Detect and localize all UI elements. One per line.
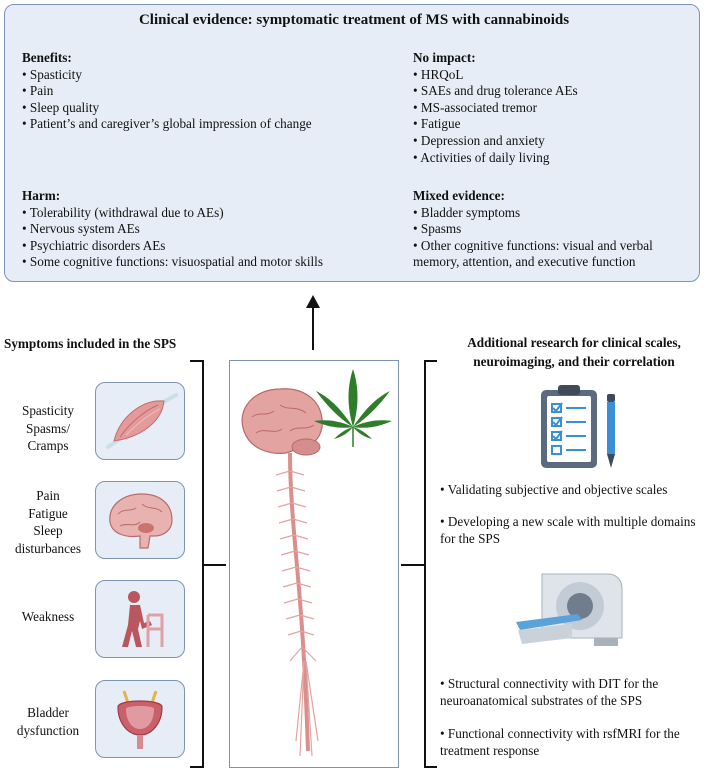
right-bracket-top bbox=[424, 360, 437, 362]
sps-heading: Symptoms included in the SPS bbox=[4, 336, 177, 351]
clipboard-checklist-icon bbox=[541, 385, 597, 468]
harm-list: Tolerability (withdrawal due to AEs) Ner… bbox=[22, 205, 392, 271]
benefit-item: Patient’s and caregiver’s global impress… bbox=[22, 116, 382, 133]
right-bracket-spine bbox=[424, 360, 426, 768]
symptom-line: Spasticity bbox=[21, 403, 75, 418]
harm-group: Harm: Tolerability (withdrawal due to AE… bbox=[22, 188, 392, 271]
evidence-title: Clinical evidence: symptomatic treatment… bbox=[138, 12, 570, 28]
bladder-icon bbox=[117, 690, 163, 749]
research-heading: Additional research for clinical scales,… bbox=[440, 333, 708, 371]
research-item: • Validating subjective and objective sc… bbox=[440, 482, 668, 497]
no-impact-list: HRQoL SAEs and drug tolerance AEs MS-ass… bbox=[413, 67, 693, 167]
harm-item: Nervous system AEs bbox=[22, 221, 392, 238]
pen-icon bbox=[607, 394, 615, 468]
up-arrow-line bbox=[312, 305, 314, 350]
symptom-line: Cramps bbox=[27, 438, 69, 453]
up-arrow-head bbox=[306, 295, 320, 308]
center-panel bbox=[229, 360, 399, 768]
symptom-label-pain: Pain Fatigue Sleep disturbances bbox=[6, 487, 90, 557]
no-impact-item: Depression and anxiety bbox=[413, 133, 693, 150]
left-bracket-tick bbox=[202, 564, 226, 566]
no-impact-item: Fatigue bbox=[413, 116, 693, 133]
benefit-item: Pain bbox=[22, 83, 382, 100]
benefit-item: Spasticity bbox=[22, 67, 382, 84]
cannabis-leaf-icon bbox=[314, 369, 392, 447]
left-bracket-top bbox=[190, 360, 203, 362]
mixed-list: Bladder symptoms Spasms Other cognitive … bbox=[413, 205, 691, 271]
symptom-line: disturbances bbox=[15, 540, 81, 556]
symptom-line: Fatigue bbox=[28, 505, 68, 521]
muscle-icon bbox=[106, 393, 178, 449]
symptom-line: Sleep bbox=[33, 523, 63, 538]
bladder-icon-box bbox=[95, 680, 185, 758]
mixed-item: Spasms bbox=[413, 221, 691, 238]
no-impact-heading: No impact: bbox=[413, 50, 476, 65]
no-impact-item: SAEs and drug tolerance AEs bbox=[413, 83, 693, 100]
mri-scanner-icon bbox=[516, 573, 623, 646]
mixed-item: Other cognitive functions: visual and ve… bbox=[413, 238, 691, 271]
brain-icon-box bbox=[95, 481, 185, 559]
mixed-item: Bladder symptoms bbox=[413, 205, 691, 222]
symptom-line: Spasms/ bbox=[26, 420, 70, 436]
brain-icon bbox=[109, 493, 173, 549]
harm-item: Tolerability (withdrawal due to AEs) bbox=[22, 205, 392, 222]
benefit-item: Sleep quality bbox=[22, 100, 382, 117]
no-impact-item: Activities of daily living bbox=[413, 150, 693, 167]
person-walker-icon-box bbox=[95, 580, 185, 658]
mixed-group: Mixed evidence: Bladder symptoms Spasms … bbox=[413, 188, 691, 271]
benefits-list: Spasticity Pain Sleep quality Patient’s … bbox=[22, 67, 382, 133]
mixed-heading: Mixed evidence: bbox=[413, 188, 505, 203]
symptom-line: Pain bbox=[36, 488, 60, 503]
research-item: • Developing a new scale with multiple d… bbox=[440, 514, 696, 546]
symptom-label-spasticity: Spasticity Spasms/ Cramps bbox=[6, 402, 90, 455]
no-impact-group: No impact: HRQoL SAEs and drug tolerance… bbox=[413, 50, 693, 166]
muscle-icon-box bbox=[95, 382, 185, 460]
symptom-label-bladder: Bladder dysfunction bbox=[6, 704, 90, 739]
research-item: • Structural connectivity with DIT for t… bbox=[440, 676, 659, 708]
right-bracket-tick bbox=[401, 564, 425, 566]
right-bracket-bottom bbox=[424, 766, 437, 768]
research-heading-line: Additional research for clinical scales, bbox=[467, 335, 681, 350]
benefits-group: Benefits: Spasticity Pain Sleep quality … bbox=[22, 50, 382, 133]
research-heading-line: neuroimaging, and their correlation bbox=[473, 354, 675, 369]
left-bracket-bottom bbox=[190, 766, 203, 768]
no-impact-item: HRQoL bbox=[413, 67, 693, 84]
harm-item: Some cognitive functions: visuospatial a… bbox=[22, 254, 392, 271]
no-impact-item: MS-associated tremor bbox=[413, 100, 693, 117]
symptom-line: Bladder bbox=[27, 705, 69, 720]
symptom-line: dysfunction bbox=[16, 722, 80, 738]
benefits-heading: Benefits: bbox=[22, 50, 72, 65]
symptom-line: Weakness bbox=[21, 609, 75, 624]
harm-item: Psychiatric disorders AEs bbox=[22, 238, 392, 255]
harm-heading: Harm: bbox=[22, 188, 61, 203]
brain-spinal-cord-icon bbox=[241, 388, 323, 757]
symptom-label-weakness: Weakness bbox=[6, 608, 90, 626]
research-item: • Functional connectivity with rsfMRI fo… bbox=[440, 726, 680, 758]
person-walker-icon bbox=[122, 591, 164, 647]
